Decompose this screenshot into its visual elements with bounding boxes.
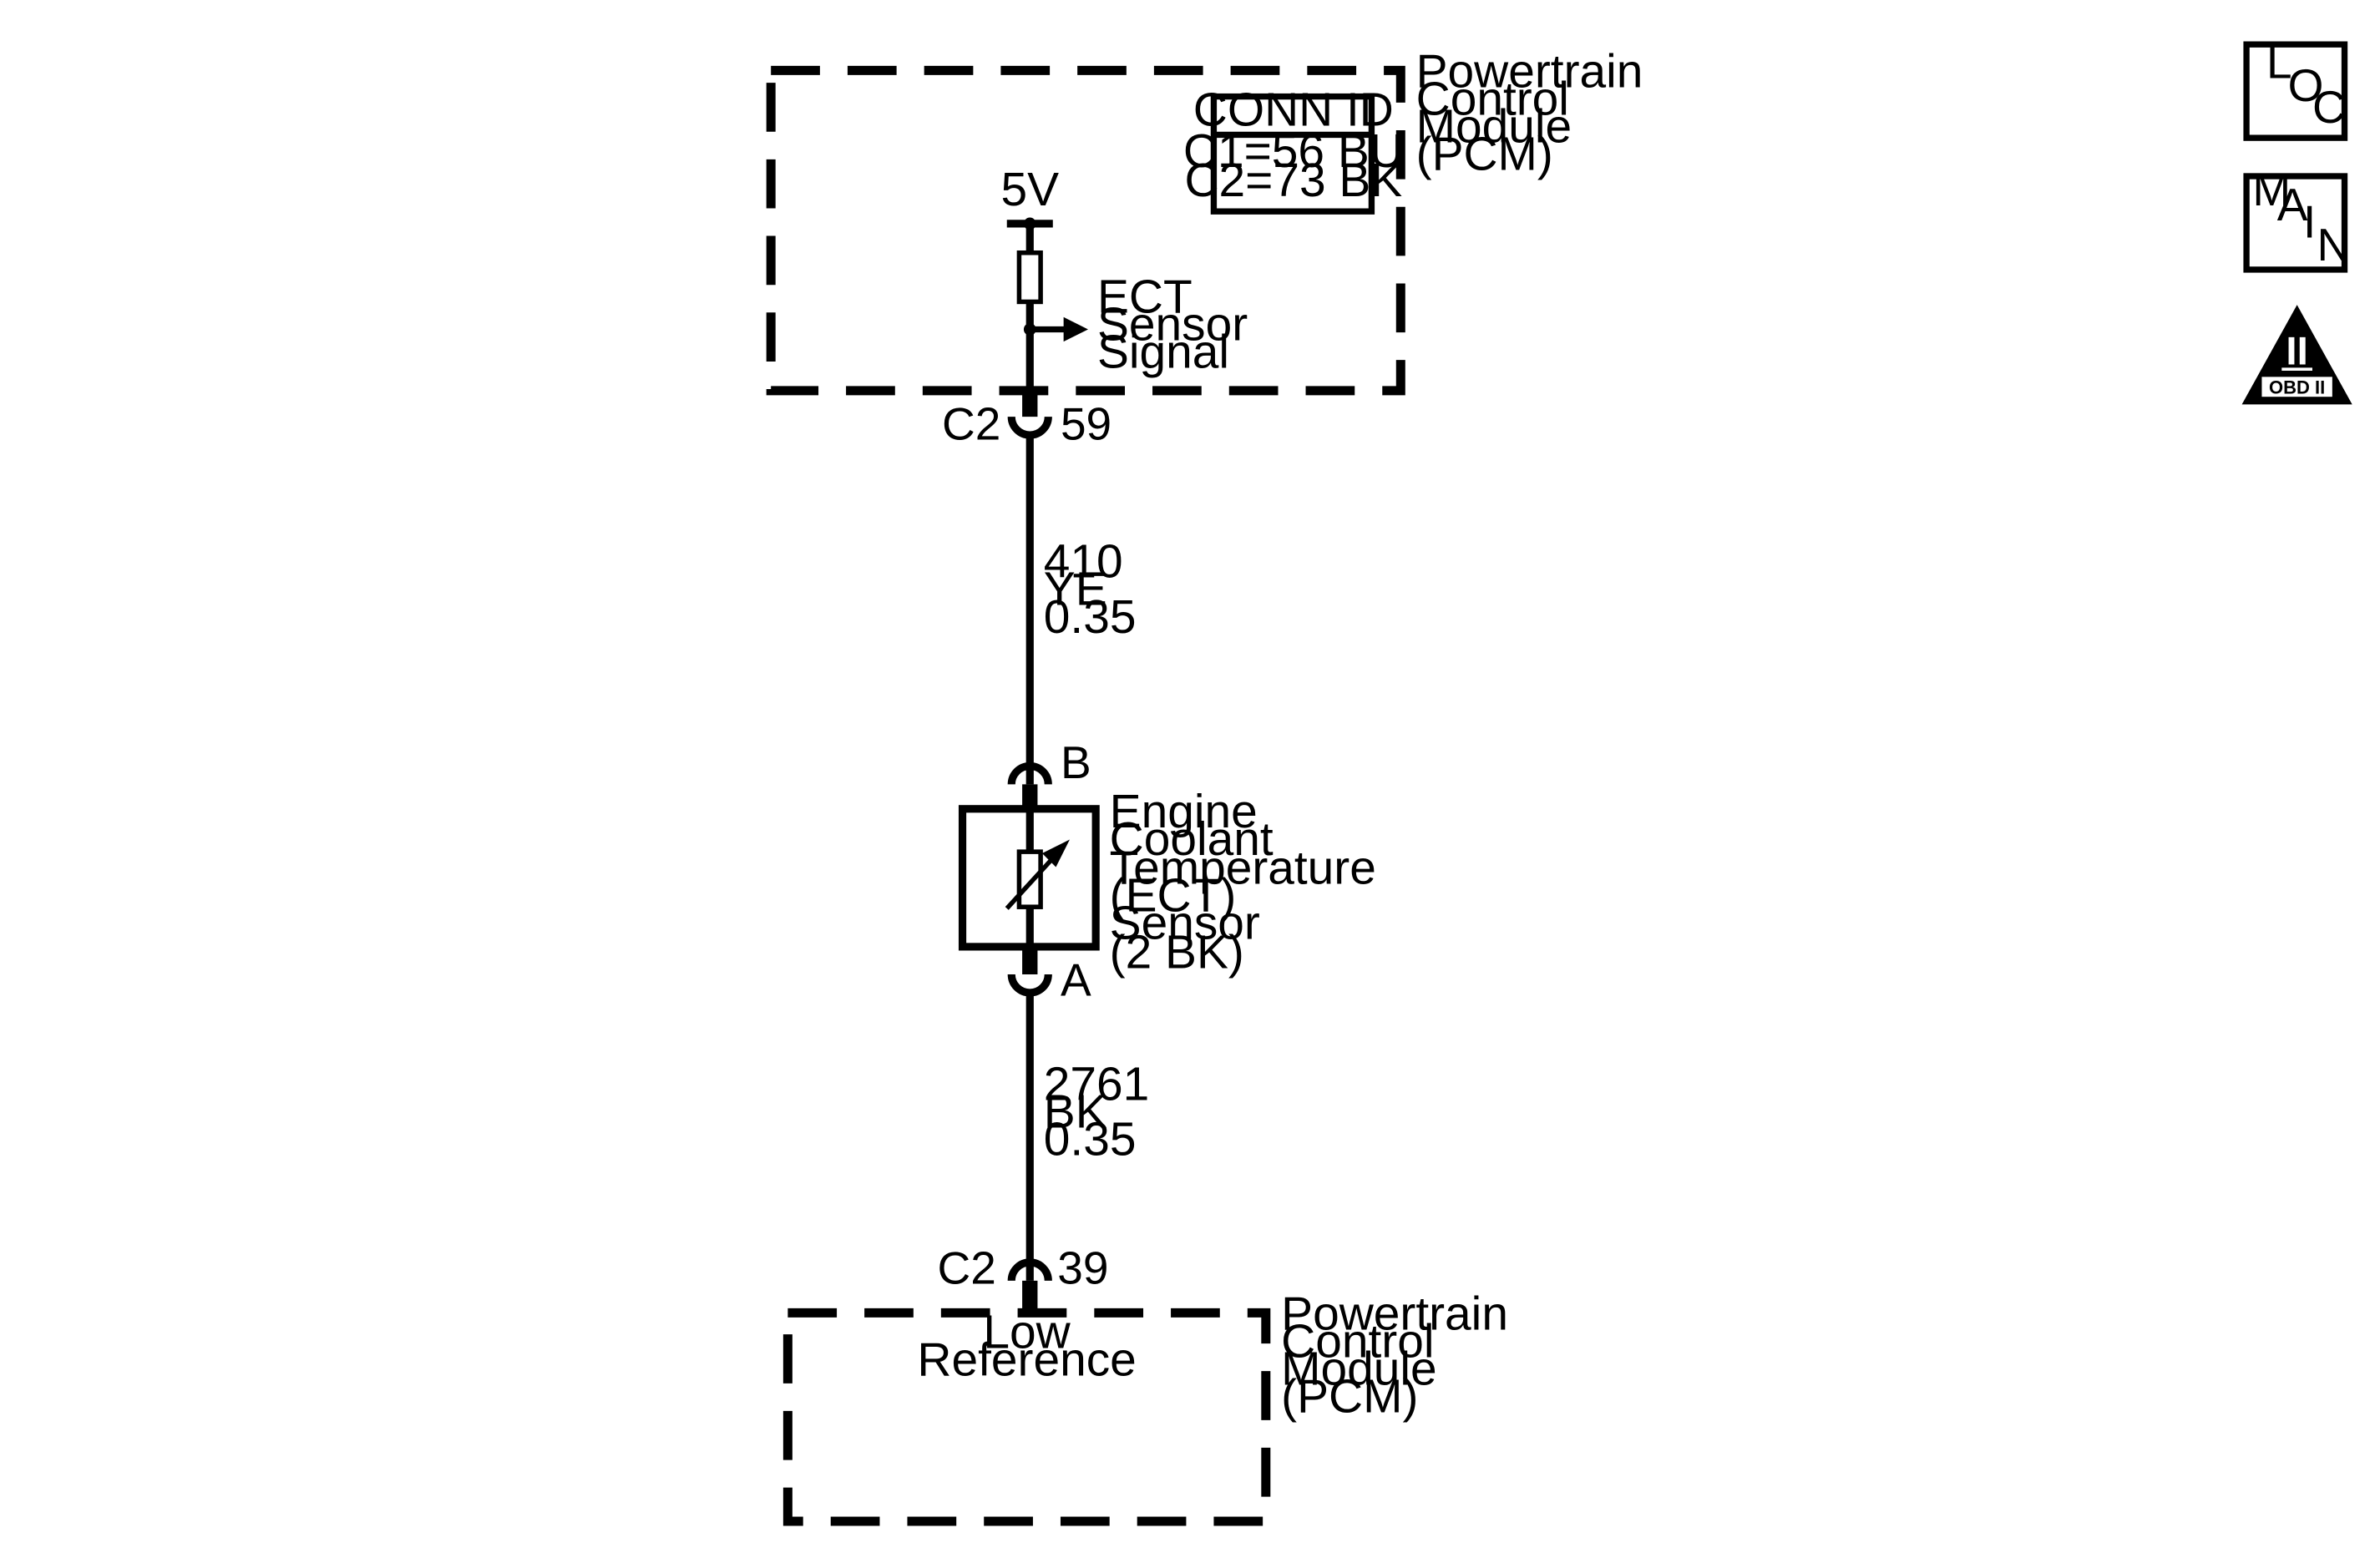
sensor-label-line: Sensor: [1110, 898, 1260, 950]
pcm-top-boundary: [766, 65, 1405, 396]
variable-arrow-icon: [1041, 839, 1070, 868]
connector-label: C2: [942, 398, 1000, 450]
sensor-label-line: (ECT): [1110, 870, 1237, 923]
sensor-label-line: Temperature: [1110, 842, 1376, 895]
pcm-bottom-label-line: Powertrain: [1281, 1288, 1508, 1341]
conn-id-box: CONN ID C1=56 BU C2=73 BK: [1183, 83, 1404, 215]
pcm-top-label-line: (PCM): [1416, 129, 1553, 181]
svg-text:A: A: [2277, 179, 2308, 230]
pin-number: 39: [1057, 1242, 1108, 1294]
svg-text:M: M: [2252, 164, 2291, 215]
main-icon[interactable]: M A I N: [2243, 164, 2351, 273]
svg-text:I: I: [2303, 195, 2316, 247]
pcm-top-module: Powertrain Control Module (PCM) CONN ID …: [766, 46, 1643, 396]
thermistor-resistor: [1016, 849, 1043, 909]
wire-2761-bk: 2761 BK 0.35: [1025, 992, 1150, 1281]
conn-id-line: C1=56 BU: [1183, 125, 1404, 178]
connector-socket-icon: [1007, 761, 1052, 785]
sensor-pin-label: B: [1061, 736, 1091, 788]
wire-color: YE: [1044, 564, 1107, 616]
variable-arrow-line: [1005, 852, 1058, 910]
svg-text:O: O: [2288, 59, 2324, 111]
sensor-pin-label: A: [1061, 954, 1091, 1006]
pcm-top-label-line: Powertrain: [1416, 46, 1643, 99]
pcm-bottom-label-line: (PCM): [1281, 1371, 1418, 1424]
pcm-bottom-module: Low Reference Powertrain Control Module …: [782, 1288, 1508, 1526]
connector-socket-icon: [1007, 974, 1052, 997]
sensor-label-line: Engine: [1110, 786, 1258, 838]
obd-ii-numeral: II: [2286, 330, 2308, 374]
svg-text:L: L: [2266, 37, 2292, 89]
wire-gauge: 0.35: [1044, 591, 1137, 644]
svg-text:C: C: [2312, 81, 2346, 133]
pcm-bottom-label-line: Module: [1281, 1343, 1437, 1396]
signal-label-line: Signal: [1097, 326, 1229, 378]
pcm-bottom-boundary: [782, 1308, 1271, 1526]
pcm-top-label-line: Control: [1416, 73, 1569, 126]
sensor-label-line: Coolant: [1110, 813, 1274, 866]
connector-socket-icon: [1007, 416, 1052, 439]
wire-gauge: 0.35: [1044, 1113, 1137, 1166]
conn-id-title: CONN ID: [1193, 83, 1394, 136]
wire-circuit-number: 410: [1044, 536, 1123, 589]
pcm-top-label-line: Module: [1416, 101, 1572, 154]
pin-number: 59: [1061, 398, 1112, 450]
supply-voltage-label: 5V: [1000, 164, 1059, 216]
low-reference-label: Reference: [917, 1334, 1136, 1387]
obd-ii-label: OBD II: [2269, 377, 2325, 398]
pcm-bottom-label-line: Control: [1281, 1316, 1434, 1368]
sensor-label-line: (2 BK): [1110, 927, 1244, 979]
signal-label-line: ECT: [1097, 271, 1193, 323]
pull-up-resistor: [1016, 250, 1043, 305]
connector-socket-icon: [1007, 1258, 1052, 1282]
svg-text:N: N: [2317, 219, 2351, 271]
obd-ii-icon[interactable]: II OBD II: [2241, 305, 2352, 405]
low-reference-label: Low: [983, 1307, 1071, 1359]
signal-arrow-icon: [1063, 316, 1088, 342]
ect-sensor: B A Engine Coolant Temperature (ECT) Sen…: [958, 736, 1376, 1006]
wire-color: BK: [1044, 1085, 1107, 1138]
loc-icon[interactable]: L O C: [2243, 37, 2348, 141]
wire-circuit-number: 2761: [1044, 1058, 1150, 1110]
wire-410-ye: 410 YE 0.35: [1025, 435, 1137, 785]
signal-label-line: Sensor: [1097, 298, 1248, 351]
connector-label: C2: [938, 1242, 996, 1294]
connector-c2-pin-39: C2 39: [938, 1242, 1109, 1313]
conn-id-line: C2=73 BK: [1184, 154, 1402, 207]
pull-up-resistor-circuit: 5V ECT Sensor Signal: [1000, 164, 1248, 396]
